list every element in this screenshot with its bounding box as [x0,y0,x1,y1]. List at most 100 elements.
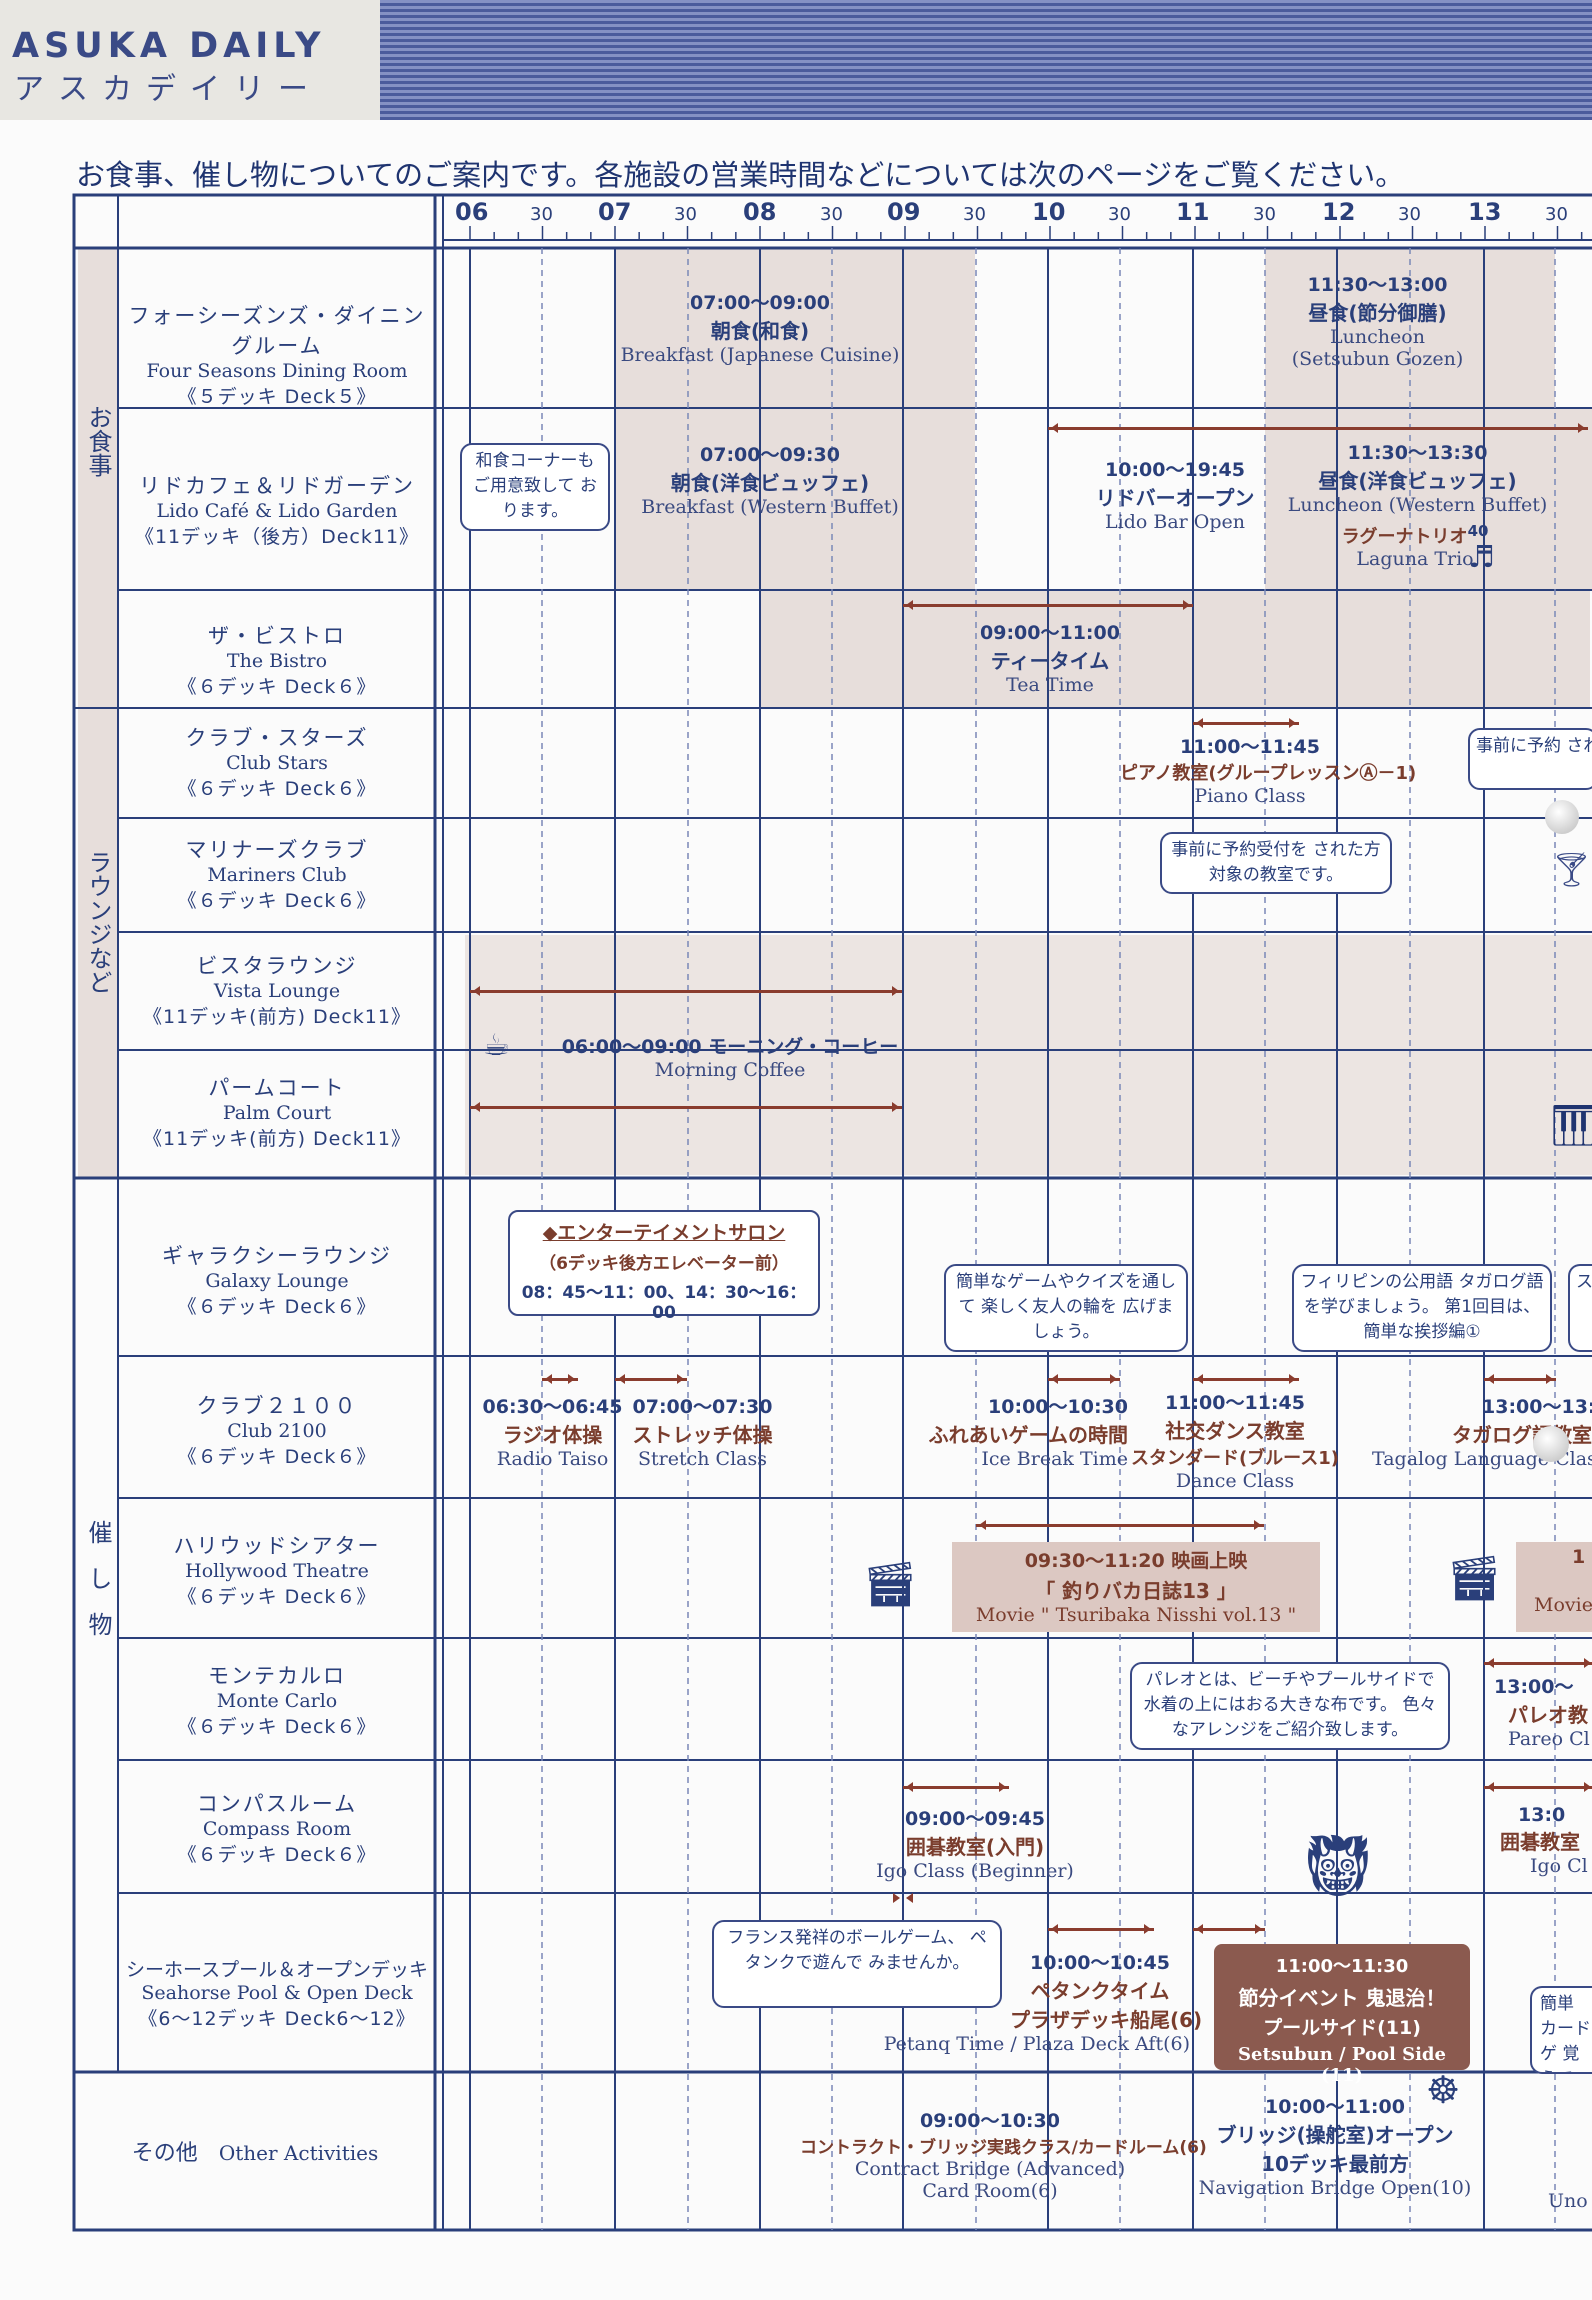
bar-setsubun [1193,1924,1265,1934]
event-title-jp-2: プラザデッキ船尾(6) [1010,2008,1203,2032]
venue-en: Mariners Club [207,864,347,886]
bar-tea-time [903,600,1193,610]
note-tagalog: フィリピンの公用語 タガログ語を学びましょう。 第1回目は、簡単な挨拶編① [1292,1264,1552,1352]
venue-jp: ザ・ビストロ [208,624,346,648]
tick-0730: 30 [674,204,697,225]
event-title-en: Igo Class (Beginner) [876,1860,1074,1882]
event-title-jp: 囲碁教室 [1500,1830,1580,1854]
bar-tagalog [1484,1374,1556,1384]
event-title-jp: ブリッジ(操舵室)オープン [1216,2123,1454,2147]
event-time: 10:00～10:30 [988,1396,1128,1418]
venue-en: Hollywood Theatre [185,1560,369,1582]
venue-deck: 《６デッキ Deck６》 [177,1446,377,1468]
venue-deck: 《11デッキ（後方）Deck11》 [134,526,420,548]
event-time: 06:00～09:00 [561,1036,702,1058]
venue-en: Club 2100 [227,1420,327,1442]
brand-title: ASUKA DAILY [12,26,326,66]
event-time: 10:00～11:00 [1265,2096,1405,2118]
venue-vista: ビスタラウンジ Vista Lounge 《11デッキ(前方) Deck11》 [122,950,432,1029]
event-tea-time: 09:00～11:00 ティータイム Tea Time [960,618,1140,696]
event-radio-taiso: 06:30～06:45 ラジオ体操 Radio Taiso [470,1392,635,1470]
event-title-jp: 昼食(節分御膳) [1308,301,1447,325]
venue-deck: 《６デッキ Deck６》 [177,778,377,800]
salon-time: 08：45～11：00、14：30～16：00 [521,1283,807,1323]
venue-deck: 《５デッキ Deck５》 [177,386,377,408]
event-title-en: Petanq Time / Plaza Deck Aft(6) [883,2033,1190,2055]
event-title-en: Uno [1548,2190,1588,2212]
bar-piano [1193,718,1299,728]
venue-deck: 《６デッキ Deck６》 [177,1586,377,1608]
venue-en: Other Activities [218,2141,379,2165]
event-title-en: Luncheon (Western Buffet) [1287,494,1548,516]
tick-11: 11 [1176,198,1210,226]
venue-mariners: マリナーズクラブ Mariners Club 《６デッキ Deck６》 [122,834,432,913]
event-entertainment-salon: ◆エンターテイメントサロン （6デッキ後方エレベーター前） 08：45～11：0… [508,1210,820,1323]
tick-0930: 30 [963,204,986,225]
venue-jp: リドカフェ＆リドガーデン [139,474,415,498]
event-time: 13:00～13:30 [1482,1396,1592,1418]
venue-deck: 《６デッキ Deck６》 [177,1844,377,1866]
salon-location: （6デッキ後方エレベーター前） [539,1254,789,1274]
venue-deck: 《６デッキ Deck６》 [177,1716,377,1738]
event-time: 09:00～11:00 [980,622,1120,644]
venue-deck: 《６デッキ Deck６》 [177,1296,377,1318]
event-title-jp: ラグーナトリオ [1341,526,1468,548]
event-title-jp: コントラクト・ブリッジ実践クラス/カードルーム(6) [800,2138,1207,2158]
venue-en: Club Stars [226,752,328,774]
bar-igo [903,1782,1009,1792]
event-time: 07:00～07:30 [632,1396,773,1418]
event-title-en: Radio Taiso [496,1448,609,1470]
venue-palm-court: パームコート Palm Court 《11デッキ(前方) Deck11》 [122,1072,432,1151]
tick-0630: 30 [530,204,553,225]
venue-en: Vista Lounge [213,980,341,1002]
ball-icon-2 [1533,1426,1569,1462]
event-title-jp: ストレッチ体操 [632,1423,773,1447]
venue-jp: ビスタラウンジ [196,954,358,978]
tick-0830: 30 [820,204,843,225]
venue-seahorse: シーホースプール＆オープンデッキ Seahorse Pool & Open De… [122,1955,432,2031]
event-title-jp: 朝食(洋食ビュッフェ) [670,471,870,495]
venue-bistro: ザ・ビストロ The Bistro 《６デッキ Deck６》 [122,620,432,699]
tick-12: 12 [1322,198,1356,226]
venue-monte-carlo: モンテカルロ Monte Carlo 《６デッキ Deck６》 [122,1660,432,1739]
category-events-text: 催し物 [84,1520,112,1658]
event-title-jp: 社交ダンス教室 [1165,1419,1305,1443]
category-lounge-text: ラウンジなど [84,850,112,994]
event-time: 13:0 [1518,1804,1566,1826]
event-title-en: Movie [1534,1594,1592,1616]
event-laguna-trio: ラグーナトリオ40 Laguna Trio [1340,522,1490,570]
category-dining: お食事 [76,405,118,491]
event-lido-bar: 10:00～19:45 リドバーオープン Lido Bar Open [1075,455,1275,533]
event-time: 10:00～19:45 [1105,459,1245,481]
event-title-en: Morning Coffee [654,1059,806,1081]
bar-igo-2 [1484,1782,1592,1792]
venue-en: Palm Court [222,1102,332,1124]
event-movie-2: 1 Movie [1516,1542,1592,1632]
category-events: 催し物 [76,1520,118,1672]
tick-08: 08 [743,198,777,226]
bar-petanq [1048,1924,1154,1934]
cocktail-icon: 🍸︎ [1550,850,1592,890]
tick-13: 13 [1468,198,1502,226]
event-title-jp: リドバーオープン [1095,486,1255,510]
event-number: 40 [1467,522,1489,540]
category-lounge: ラウンジなど [76,850,118,1008]
venue-jp: マリナーズクラブ [185,838,369,862]
note-petanq: フランス発祥のボールゲーム、 ペタンクで遊んで みませんか。 [712,1920,1002,2008]
event-stretch: 07:00～07:30 ストレッチ体操 Stretch Class [620,1392,785,1470]
event-time: 11:30～13:00 [1307,274,1448,296]
note-pool-cut: 簡単 カードゲ 覚えて [1530,1986,1592,2074]
event-title-jp-2: スタンダード(ブルース1) [1130,1448,1340,1469]
event-title-en: Contract Bridge (Advanced) [854,2158,1126,2180]
bar-stretch [615,1374,687,1384]
event-title-en: Stretch Class [638,1448,767,1470]
event-title-en: Lido Bar Open [1105,511,1245,533]
venue-jp: ハリウッドシアター [173,1534,381,1558]
venue-deck: 《６デッキ Deck６》 [177,890,377,912]
event-title-en: Pareo Cl [1508,1728,1590,1750]
event-title-jp: ラジオ体操 [502,1423,603,1447]
venue-galaxy: ギャラクシーラウンジ Galaxy Lounge 《６デッキ Deck６》 [122,1240,432,1319]
tick-10: 10 [1032,198,1066,226]
event-piano: 11:00～11:45 ピアノ教室(グループレッスンⒶ－1) Piano Cla… [1120,732,1416,807]
